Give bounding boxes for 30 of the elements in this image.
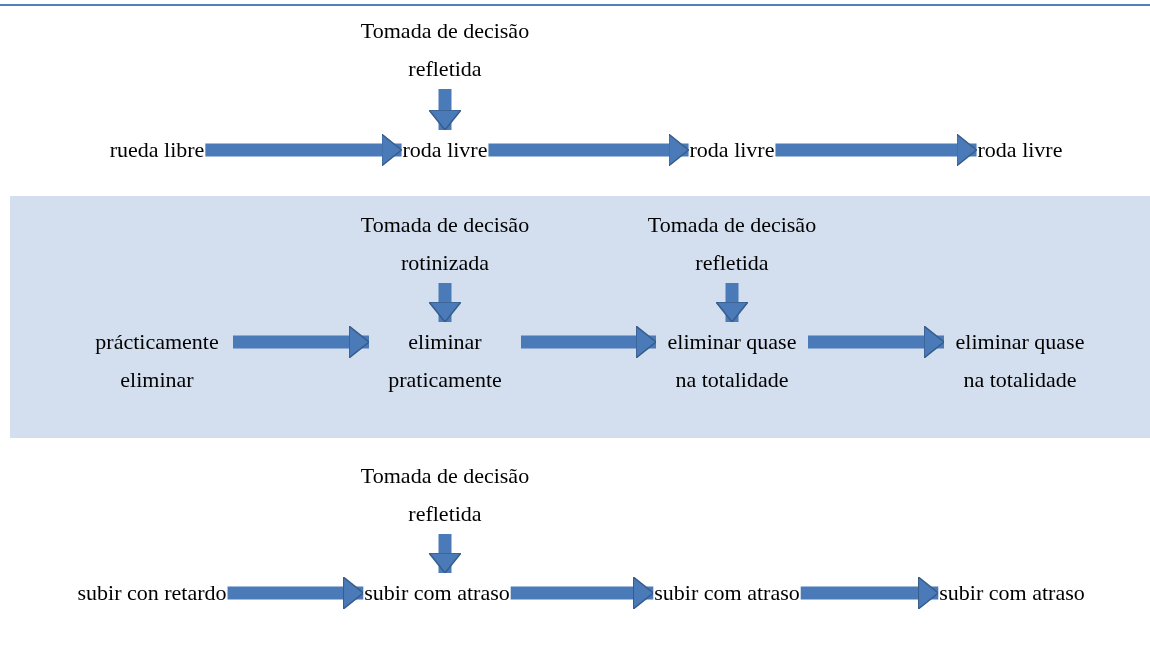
node-label: eliminar praticamente [387, 328, 503, 394]
node-label: eliminar quase na totalidade [954, 328, 1086, 394]
node-label: Tomada de decisão refletida [359, 462, 531, 528]
node-label: subir com atraso [654, 579, 800, 607]
block-arrow [233, 325, 370, 359]
node-label: Tomada de decisão rotinizada [359, 211, 531, 277]
node-label: roda livre [977, 136, 1063, 164]
node-label: prácticamente eliminar [94, 328, 220, 394]
block-arrow [488, 133, 690, 167]
node-label: roda livre [689, 136, 775, 164]
node-label: Tomada de decisão refletida [646, 211, 818, 277]
block-arrow [428, 283, 462, 323]
block-arrow [715, 283, 749, 323]
node-label: subir con retardo [77, 579, 227, 607]
node-label: Tomada de decisão refletida [359, 17, 531, 83]
shaded-band [10, 196, 1150, 438]
node-label: roda livre [402, 136, 488, 164]
block-arrow [227, 576, 365, 610]
block-arrow [428, 89, 462, 131]
node-label: eliminar quase na totalidade [666, 328, 798, 394]
block-arrow [808, 325, 945, 359]
block-arrow [800, 576, 940, 610]
block-arrow [428, 534, 462, 574]
node-label: subir com atraso [939, 579, 1085, 607]
block-arrow [521, 325, 657, 359]
block-arrow [510, 576, 655, 610]
block-arrow [205, 133, 403, 167]
node-label: subir com atraso [364, 579, 510, 607]
node-label: rueda libre [109, 136, 205, 164]
block-arrow [775, 133, 978, 167]
